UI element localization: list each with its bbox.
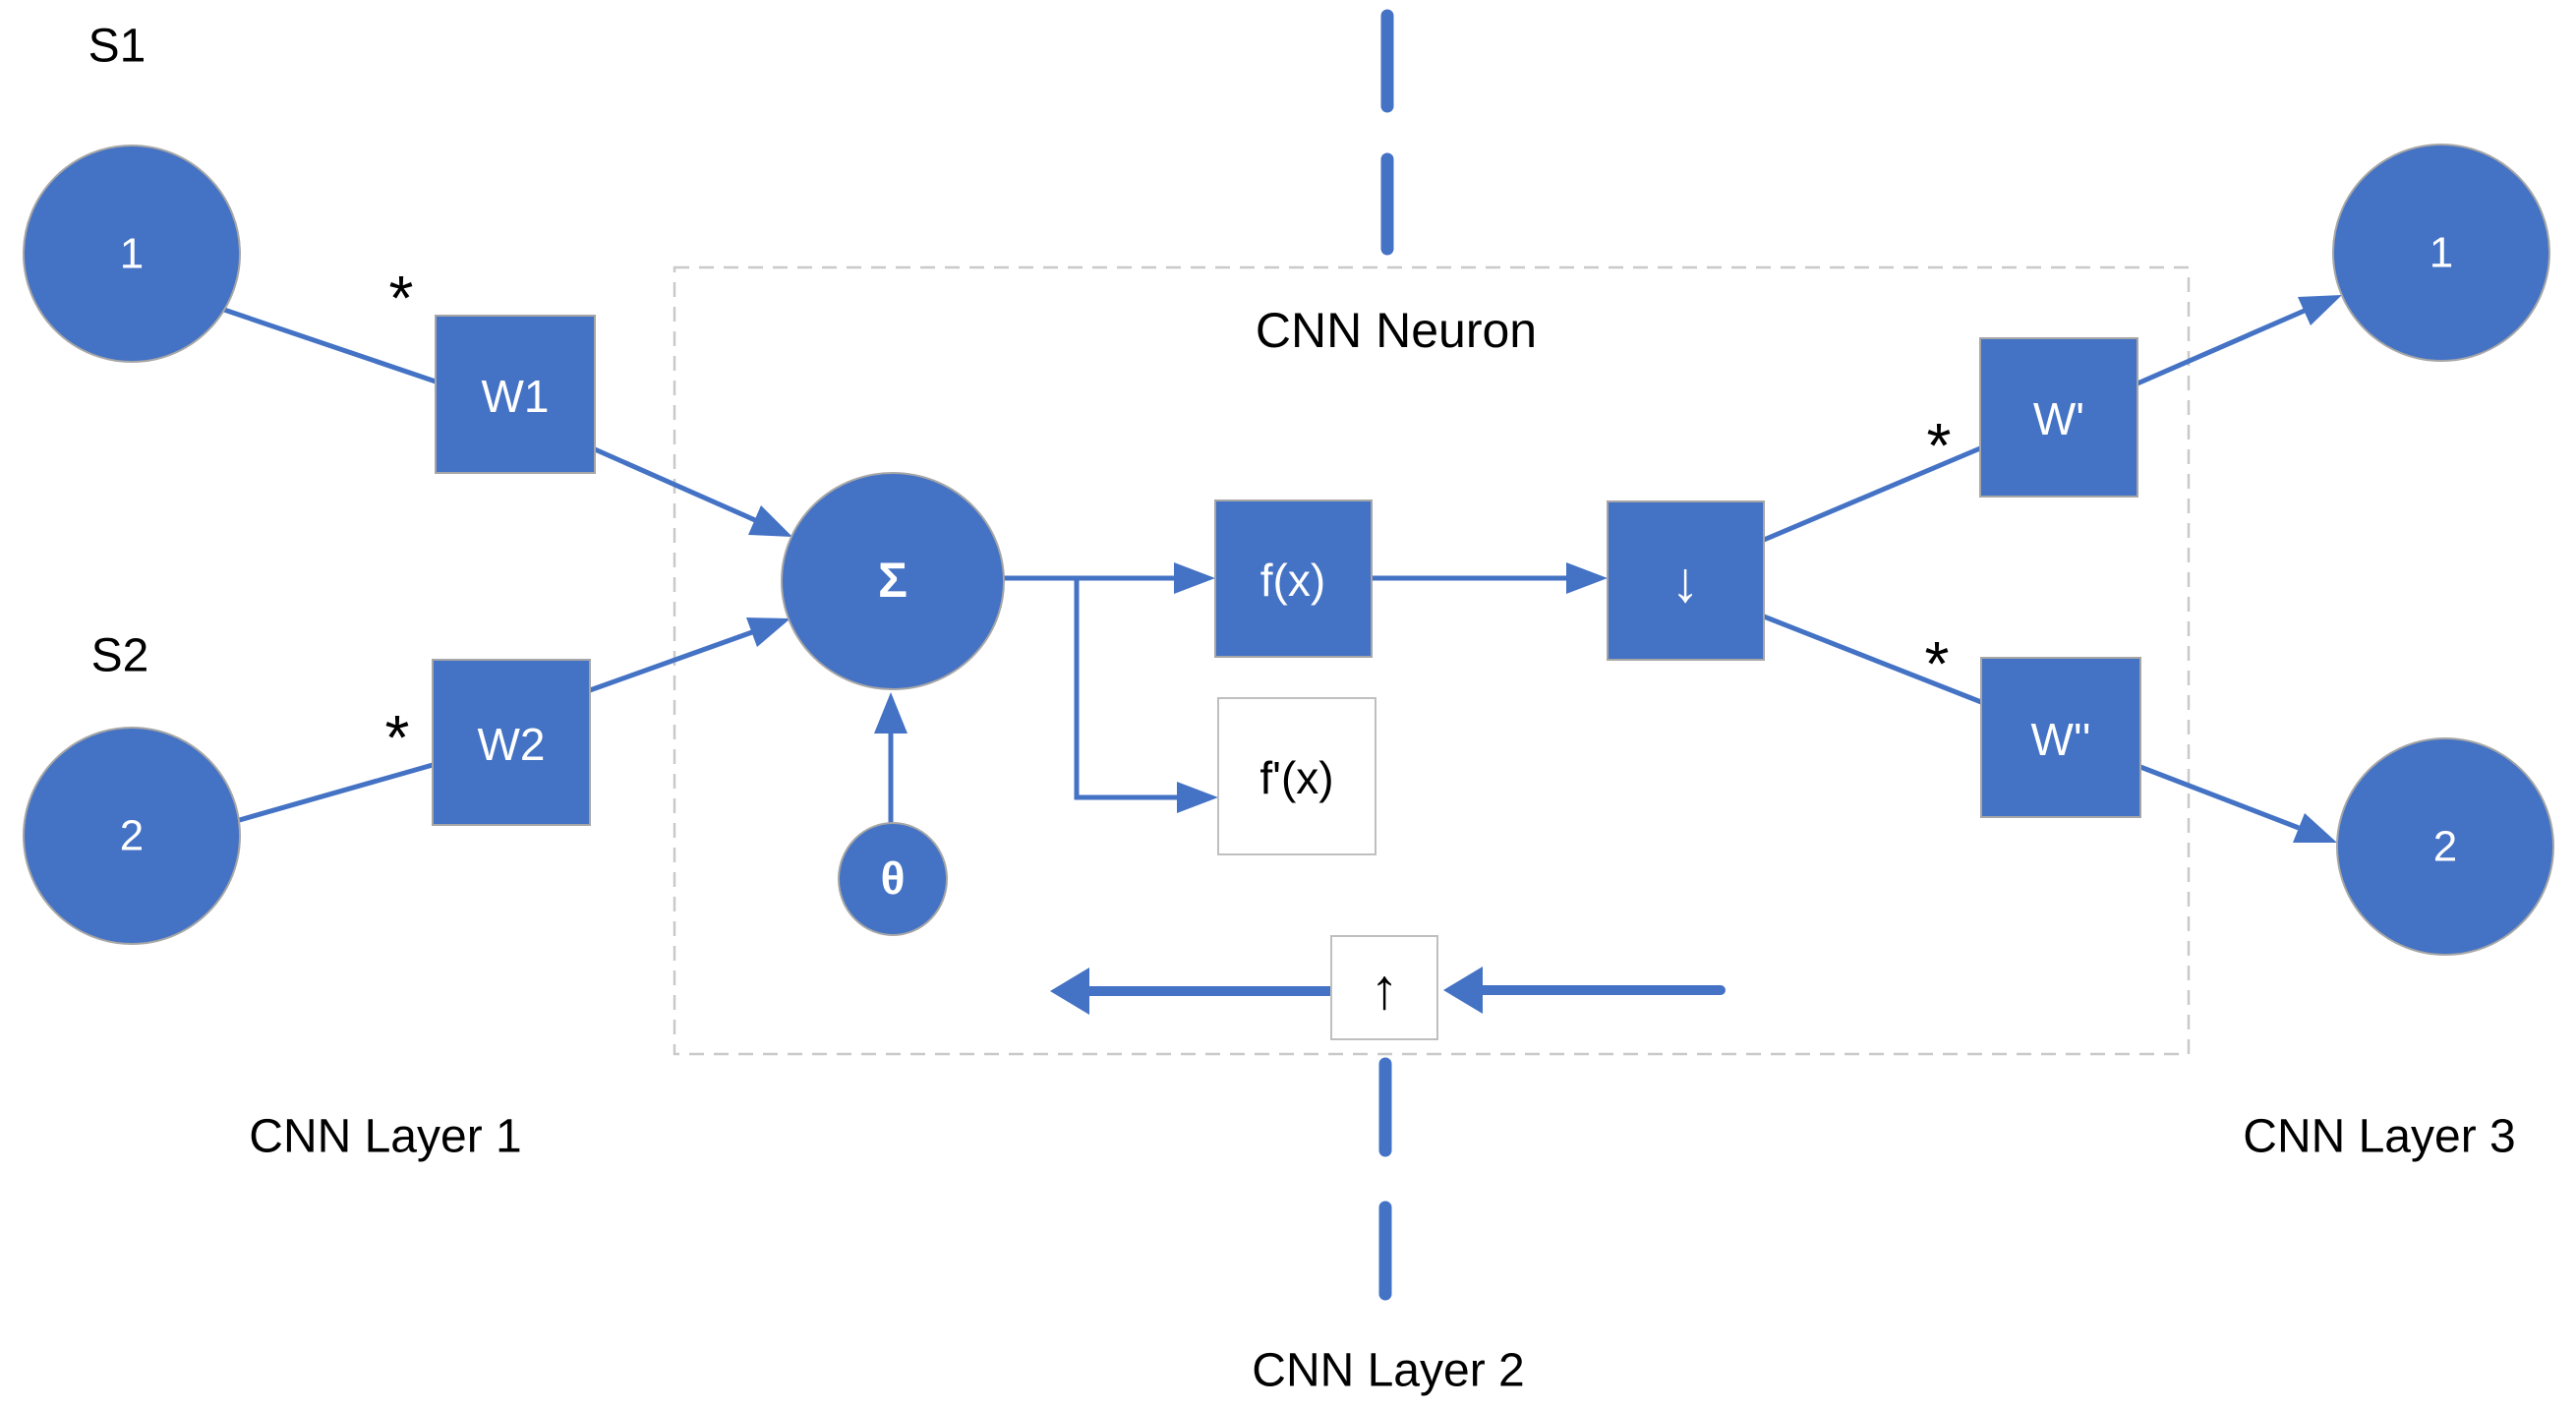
layer3-node1-circle xyxy=(2332,144,2550,362)
bias-theta-symbol: θ xyxy=(881,852,906,904)
arrowhead-bias-into-sum xyxy=(874,692,907,734)
activation-fx-label: f(x) xyxy=(1260,555,1325,606)
arrowhead-into-derivative xyxy=(1177,782,1218,813)
downsample-box xyxy=(1607,500,1765,661)
arrowhead-backprop-left xyxy=(1050,968,1089,1015)
downsample-arrow-icon: ↓ xyxy=(1671,551,1700,615)
arrowhead-into-sum-upper xyxy=(748,505,792,537)
arrowhead-into-downsample xyxy=(1566,562,1608,594)
arrowhead-into-output2 xyxy=(2293,813,2337,843)
layer3-node2-value: 2 xyxy=(2433,823,2457,871)
arrowhead-into-output1 xyxy=(2298,295,2342,325)
multiply-asterisk-w1: * xyxy=(389,263,414,333)
connector-wdoubleprime-to-output2 xyxy=(2139,764,2300,831)
layer1-node1-value: 1 xyxy=(120,230,144,278)
derivative-fpx-box xyxy=(1217,697,1376,855)
layer3-node1-value: 1 xyxy=(2430,229,2453,277)
upsample-box xyxy=(1330,935,1438,1040)
layer1-node2-value: 2 xyxy=(120,812,144,860)
connector-input1-to-w1 xyxy=(223,307,437,384)
activation-fx-box xyxy=(1214,499,1373,658)
multiply-asterisk-wprime: * xyxy=(1927,410,1952,481)
multiply-asterisk-w2: * xyxy=(385,702,410,773)
weight-wdoubleprime-box xyxy=(1980,657,2141,818)
cnn-neuron-title: CNN Neuron xyxy=(1256,303,1537,358)
source1-label: S1 xyxy=(88,21,146,73)
connector-downsample-to-wprime xyxy=(1763,445,1981,543)
arrowhead-into-sum-lower xyxy=(746,617,790,647)
sum-node-circle xyxy=(781,472,1005,690)
connector-wprime-to-output1 xyxy=(2137,307,2308,386)
weight-w1-label: W1 xyxy=(482,371,550,422)
source2-label: S2 xyxy=(91,630,149,682)
arrowhead-backprop-into-upsample xyxy=(1443,967,1483,1014)
weight-wprime-box xyxy=(1979,337,2138,498)
layer3-caption: CNN Layer 3 xyxy=(2243,1111,2515,1163)
layer1-node1-circle xyxy=(23,145,241,363)
weight-w2-box xyxy=(432,659,591,826)
connectors xyxy=(223,295,2342,1015)
sum-sigma-symbol: Σ xyxy=(878,553,907,608)
layer3-node2-circle xyxy=(2336,737,2554,956)
connector-branch-to-derivative xyxy=(1074,580,1179,800)
weight-w2-label: W2 xyxy=(478,719,546,770)
weight-wdoubleprime-label: W'' xyxy=(2031,714,2091,765)
connector-w2-to-sum xyxy=(589,629,753,693)
derivative-fpx-label: f'(x) xyxy=(1259,752,1333,803)
arrowhead-into-activation xyxy=(1174,562,1215,594)
connector-w1-to-sum xyxy=(593,446,757,523)
multiply-asterisk-wdoubleprime: * xyxy=(1925,628,1950,699)
bias-theta-circle xyxy=(838,822,948,936)
connector-downsample-to-wdoubleprime xyxy=(1763,614,1982,705)
weight-wprime-label: W' xyxy=(2033,393,2084,444)
layer1-node2-circle xyxy=(23,727,241,945)
connector-input2-to-w2 xyxy=(235,762,434,824)
weight-w1-box xyxy=(435,315,596,474)
layer1-caption: CNN Layer 1 xyxy=(249,1111,521,1163)
layer2-caption: CNN Layer 2 xyxy=(1252,1345,1524,1397)
upsample-arrow-icon: ↑ xyxy=(1371,958,1399,1022)
